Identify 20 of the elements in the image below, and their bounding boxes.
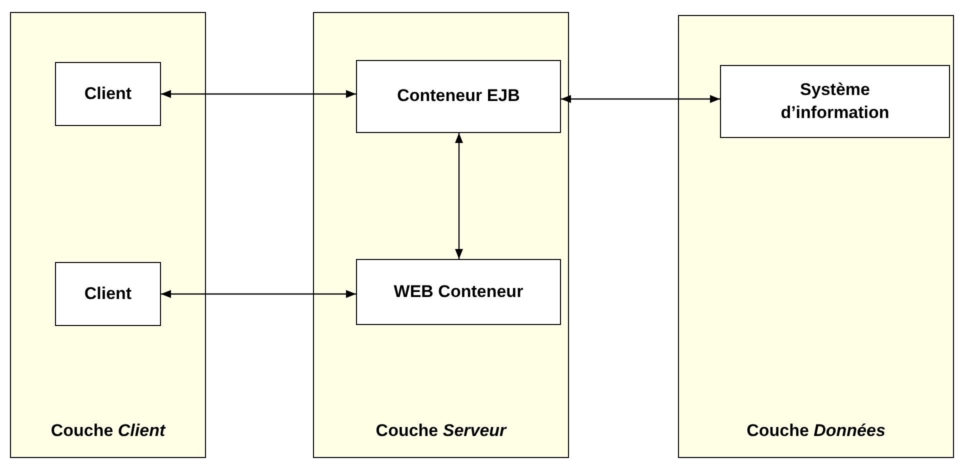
component-box bbox=[720, 65, 950, 138]
double-arrow bbox=[455, 133, 463, 259]
component-label: Client bbox=[83, 282, 133, 305]
double-arrow bbox=[161, 290, 356, 298]
component-box bbox=[55, 262, 161, 326]
double-arrow bbox=[161, 90, 356, 98]
component-box bbox=[356, 259, 561, 325]
component-label: Système d’information bbox=[780, 79, 890, 124]
double-arrow bbox=[561, 95, 720, 103]
component-label: WEB Conteneur bbox=[392, 280, 524, 303]
component-box bbox=[55, 62, 161, 126]
layer-title: Couche Client bbox=[50, 421, 167, 441]
layer-panel bbox=[10, 12, 206, 458]
component-label: Conteneur EJB bbox=[396, 85, 521, 108]
layer-title: Couche Serveur bbox=[374, 421, 508, 441]
layer-title: Couche Données bbox=[746, 421, 886, 441]
layer-panel bbox=[313, 12, 569, 458]
component-box bbox=[356, 60, 561, 133]
layer-panel bbox=[678, 15, 954, 458]
component-label: Client bbox=[83, 82, 133, 105]
